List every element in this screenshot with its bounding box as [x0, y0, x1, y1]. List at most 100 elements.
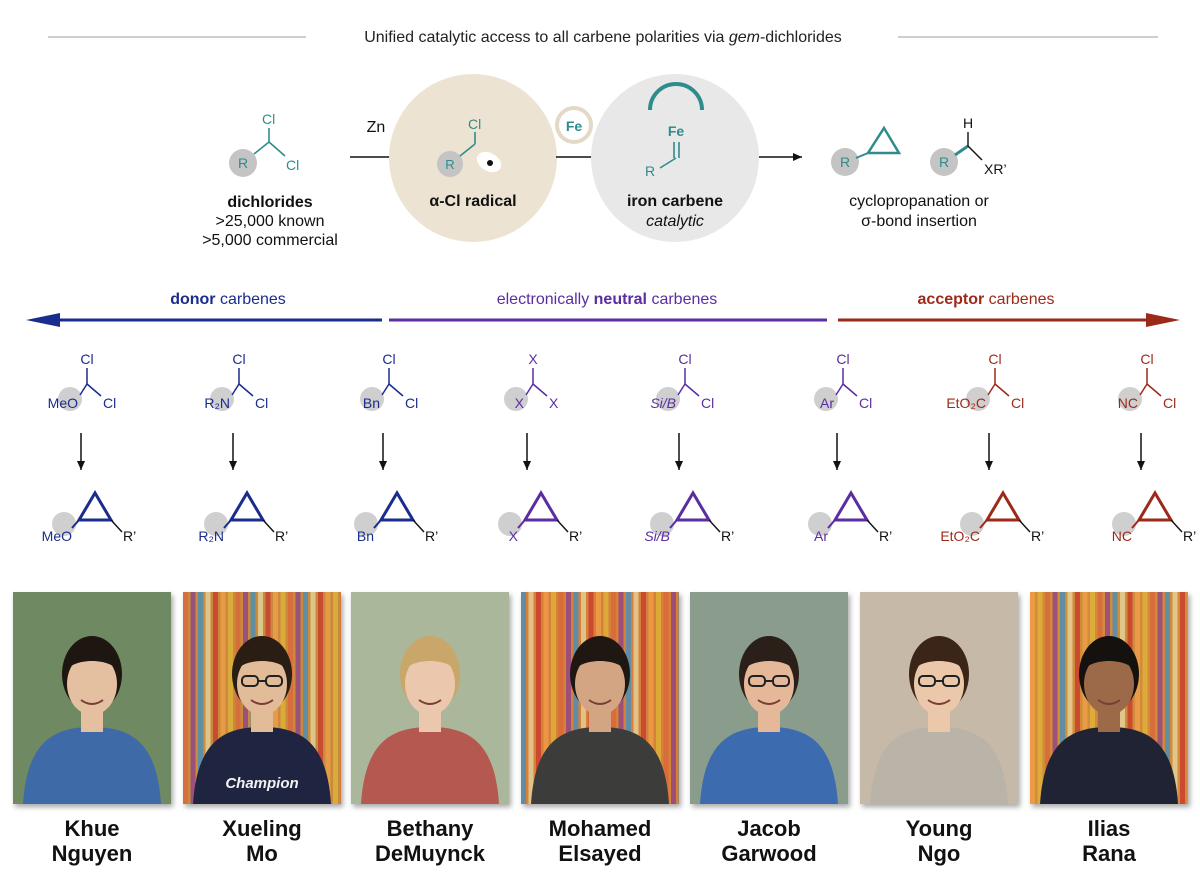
portrait-photo: [13, 592, 171, 804]
zn-reagent: Zn: [367, 119, 386, 136]
product-group: Bn: [357, 528, 374, 544]
dichloride-label: dichlorides: [227, 194, 312, 211]
substituent-group: R₂N: [204, 395, 230, 411]
product-group: Si/B: [644, 528, 670, 544]
substituent-right: Cl: [859, 395, 872, 411]
cyclopropane-product: R: [831, 125, 902, 176]
group-highlight: [650, 512, 674, 536]
cyclopropane-ring: [674, 490, 712, 522]
group-highlight: [58, 387, 82, 411]
svg-text:R: R: [238, 155, 248, 171]
dichloride-structure: R Cl Cl: [229, 111, 299, 177]
cyclopropane-ring: [76, 490, 114, 522]
substituent-top: Cl: [232, 351, 245, 367]
svg-text:R: R: [939, 154, 949, 170]
substituent-top: Cl: [1140, 351, 1153, 367]
group-highlight: [210, 387, 234, 411]
last-name: Garwood: [721, 841, 817, 866]
substituent-top: Cl: [80, 351, 93, 367]
carbene-label: iron carbene: [627, 193, 723, 210]
svg-text:R: R: [445, 157, 454, 172]
group-highlight: [808, 512, 832, 536]
first-name: Xueling: [222, 816, 302, 841]
svg-text:H: H: [963, 115, 973, 131]
product-group: R₂N: [198, 528, 224, 544]
substituent-group: Ar: [820, 395, 834, 411]
substituent-group: X: [515, 395, 525, 411]
first-name: Khue: [64, 816, 120, 841]
portrait-photo: [521, 592, 679, 804]
substituent-group: Si/B: [650, 395, 676, 411]
group-highlight: [504, 387, 528, 411]
portrait-photo: Champion: [183, 592, 341, 804]
group-highlight: [360, 387, 384, 411]
last-name: Ngo: [917, 841, 961, 866]
substituent-top: Cl: [988, 351, 1001, 367]
group-highlight: [204, 512, 228, 536]
radical-circle: [389, 74, 557, 242]
cyclopropane-ring: [832, 490, 870, 522]
portrait-photo: [1030, 592, 1188, 804]
svg-text:R: R: [645, 163, 655, 179]
substituent-right: Cl: [103, 395, 116, 411]
svg-text:R: R: [840, 154, 850, 170]
group-highlight: [814, 387, 838, 411]
group-highlight: [498, 512, 522, 536]
acceptor-arrowhead: [1146, 313, 1180, 327]
cyclopropane-ring: [984, 490, 1022, 522]
r-prime-label: R’: [569, 528, 582, 544]
substituent-right: Cl: [701, 395, 714, 411]
neutral-label: electronically neutral carbenes: [497, 291, 718, 308]
product-group: Ar: [814, 528, 828, 544]
product-desc-2: σ-bond insertion: [861, 213, 977, 230]
donor-label: donor carbenes: [170, 291, 286, 308]
substituent-group: MeO: [48, 395, 78, 411]
dichloride-commercial: >5,000 commercial: [202, 232, 338, 249]
portrait-photo: [690, 592, 848, 804]
portrait-photo: [860, 592, 1018, 804]
radical-structure: R Cl: [437, 116, 502, 177]
shirt-logo-text: Champion: [225, 775, 298, 792]
group-highlight: [1118, 387, 1142, 411]
fe-catalyst-badge: [555, 106, 593, 144]
first-name: Mohamed: [548, 816, 652, 841]
cyclopropane-ring: [1136, 490, 1174, 522]
svg-text:Cl: Cl: [286, 157, 299, 173]
radical-label: α-Cl radical: [429, 193, 516, 210]
iron-carbene-structure: Fe R: [645, 82, 704, 179]
cyclopropane-ring: [228, 490, 266, 522]
acceptor-label: acceptor carbenes: [918, 291, 1055, 308]
dichloride-known: >25,000 known: [216, 213, 325, 230]
r-prime-label: R’: [1031, 528, 1044, 544]
product-group: EtO₂C: [940, 528, 980, 544]
group-highlight: [354, 512, 378, 536]
r-prime-label: R’: [1183, 528, 1196, 544]
first-name: Ilias: [1087, 816, 1131, 841]
r-prime-label: R’: [721, 528, 734, 544]
substituent-right: X: [549, 395, 559, 411]
substrate-row: ClClMeOR’MeOClClR₂NR’R₂NClClBnR’BnXXXR’X…: [42, 351, 1197, 544]
last-name: DeMuynck: [374, 841, 486, 866]
insertion-product: R H XR’: [930, 115, 1007, 177]
substituent-right: Cl: [1011, 395, 1024, 411]
svg-text:Cl: Cl: [468, 116, 481, 132]
substituent-group: EtO₂C: [946, 395, 986, 411]
svg-text:XR’: XR’: [984, 161, 1007, 177]
portrait-photo: [351, 592, 509, 804]
carbene-catalytic: catalytic: [646, 213, 704, 230]
diagram-title: Unified catalytic access to all carbene …: [364, 29, 842, 46]
group-highlight: [960, 512, 984, 536]
substituent-group: NC: [1118, 395, 1138, 411]
r-prime-label: R’: [879, 528, 892, 544]
substituent-top: Cl: [836, 351, 849, 367]
first-name: Young: [905, 816, 973, 841]
cyclopropane-ring: [378, 490, 416, 522]
first-name: Jacob: [737, 816, 801, 841]
